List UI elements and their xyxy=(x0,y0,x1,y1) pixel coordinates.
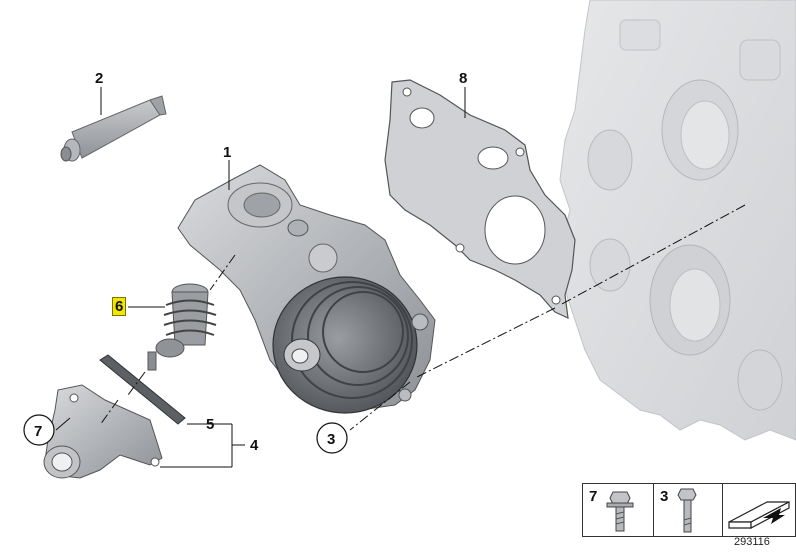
thermostat-cover-part-4 xyxy=(43,384,163,479)
legend-number-3: 3 xyxy=(660,488,669,505)
callout-6: 6 xyxy=(112,297,127,316)
leader-lines xyxy=(55,87,466,468)
callout-1: 1 xyxy=(223,144,231,161)
callout-5: 5 xyxy=(206,416,214,433)
callout-3: 3 xyxy=(327,431,335,448)
callout-6-highlighted: 6 xyxy=(112,297,127,316)
gasket-part-8 xyxy=(384,79,576,320)
orientation-arrow-icon xyxy=(728,501,790,529)
callout-3-circle xyxy=(316,422,348,454)
catalog-number: 293116 xyxy=(734,536,770,548)
flange-bolt-icon xyxy=(606,491,634,532)
legend-box: 7 3 xyxy=(582,483,796,537)
callout-7: 7 xyxy=(34,423,42,440)
assembly-axes xyxy=(99,204,746,431)
callout-4: 4 xyxy=(250,437,259,454)
callout-8: 8 xyxy=(459,70,467,87)
legend-number-7: 7 xyxy=(589,488,598,505)
sealing-compound-tube-part-2 xyxy=(60,95,167,162)
coolant-pump-part-1 xyxy=(177,164,436,414)
seal-ring-part-5 xyxy=(99,354,186,425)
hex-bolt-icon xyxy=(677,488,697,533)
engine-block xyxy=(559,0,796,441)
callout-2: 2 xyxy=(95,70,103,87)
legend-cell-bolt-7: 7 xyxy=(583,484,654,536)
callout-7-circle xyxy=(23,414,55,446)
legend-cell-orientation xyxy=(723,484,795,536)
legend-cell-bolt-3: 3 xyxy=(654,484,723,536)
thermostat-part-6 xyxy=(147,283,217,371)
